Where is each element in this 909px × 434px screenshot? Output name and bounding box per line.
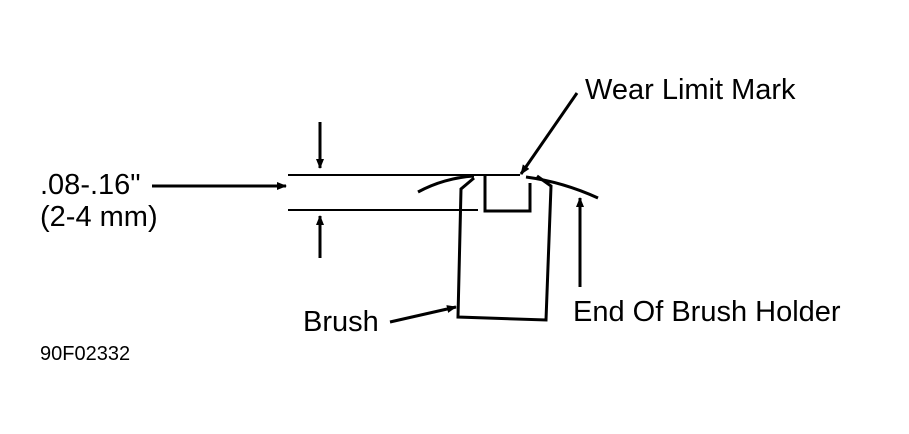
dimension-mm-label: (2-4 mm) xyxy=(40,201,158,233)
brush-label: Brush xyxy=(303,306,379,338)
brush-body xyxy=(456,174,553,322)
wear-limit-mark-label: Wear Limit Mark xyxy=(585,74,796,106)
wear-limit-notch xyxy=(483,176,532,213)
brush-holder-end-left-arc xyxy=(417,174,475,194)
dimension-inches-label: .08-.16" xyxy=(40,169,141,201)
figure-id-label: 90F02332 xyxy=(40,343,130,365)
end-of-brush-holder-label: End Of Brush Holder xyxy=(573,296,841,328)
wear-limit-pointer-arrow xyxy=(519,92,579,175)
brush-holder-end-right-arc xyxy=(525,175,599,200)
brush-pointer-arrow xyxy=(389,305,457,324)
